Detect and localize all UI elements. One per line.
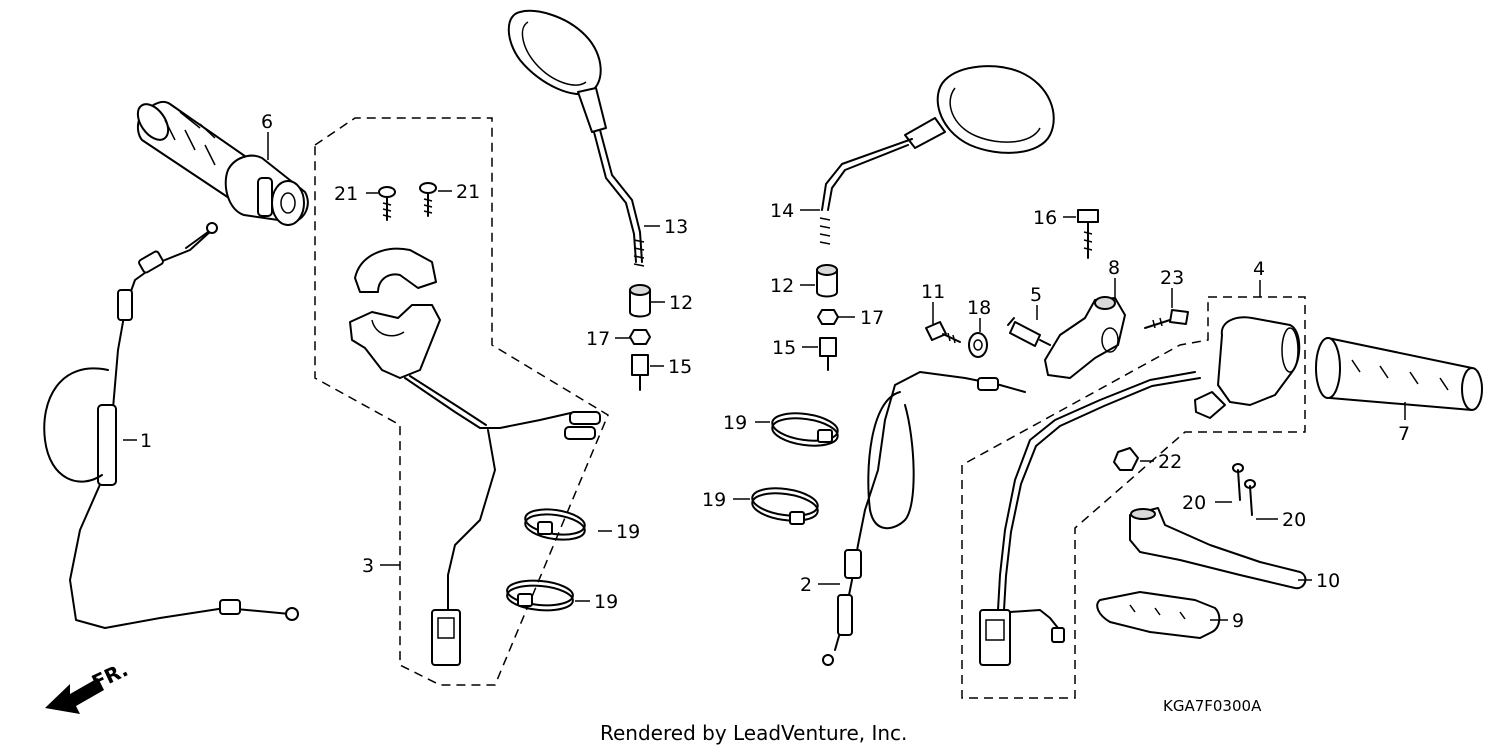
- callout-22: 22: [1158, 451, 1182, 473]
- nut-22: [1113, 447, 1139, 471]
- front-direction-arrow: FR.: [45, 657, 132, 714]
- callout-23: 23: [1160, 267, 1184, 289]
- callout-9: 9: [1232, 610, 1244, 632]
- callout-15b: 15: [772, 337, 796, 359]
- lever-nut-18: [968, 332, 988, 358]
- clutch-switch-5: [1007, 317, 1051, 347]
- front-marker-label: FR.: [88, 657, 132, 694]
- callout-4: 4: [1253, 258, 1265, 280]
- screw-21a: [378, 186, 396, 221]
- callout-19c: 19: [723, 412, 747, 434]
- callout-1: 1: [140, 430, 152, 452]
- callout-8: 8: [1108, 257, 1120, 279]
- screw-20a: [1232, 463, 1244, 501]
- callout-21b: 21: [456, 181, 480, 203]
- callout-12a: 12: [669, 292, 693, 314]
- nut-17a: [629, 329, 651, 345]
- bolt-16: [1077, 209, 1099, 259]
- switch-assembly-outline-left: [314, 117, 609, 686]
- cable-band-19c: [771, 412, 839, 447]
- callout-19d: 19: [702, 489, 726, 511]
- callout-19a: 19: [616, 521, 640, 543]
- leader-lines: [123, 132, 1406, 621]
- left-mirror: [507, 9, 645, 267]
- callout-13: 13: [664, 216, 688, 238]
- adapter-bolt-15a: [631, 354, 649, 391]
- callout-16: 16: [1033, 207, 1057, 229]
- clutch-lever-10: [1129, 507, 1307, 590]
- screw-20b: [1244, 479, 1256, 516]
- right-mirror: [819, 65, 1055, 245]
- screw-21b: [419, 182, 437, 217]
- callout-11: 11: [921, 281, 945, 303]
- adapter-bolt-15b: [819, 337, 837, 371]
- mirror-adapter-12a: [629, 284, 651, 318]
- switch-assembly-outline-right: [961, 296, 1306, 699]
- callout-10: 10: [1316, 570, 1340, 592]
- handlebar-grip-7: [1315, 337, 1483, 411]
- callout-3: 3: [362, 555, 374, 577]
- cable-band-19b: [506, 579, 574, 612]
- mirror-adapter-12b: [816, 264, 838, 298]
- callout-labels: 1 2 3 4 5 6 7 8 9 10 11 12 12 13 14 15 1…: [140, 111, 1410, 632]
- callout-20a: 20: [1182, 492, 1206, 514]
- callout-17a: 17: [586, 328, 610, 350]
- cable-band-19a: [524, 508, 586, 541]
- callout-17b: 17: [860, 307, 884, 329]
- nut-17b: [817, 309, 839, 325]
- right-handlebar-switch: [979, 316, 1301, 666]
- callout-20b: 20: [1282, 509, 1306, 531]
- pivot-bolt-11: [925, 321, 961, 344]
- callout-21a: 21: [334, 183, 358, 205]
- left-handlebar-switch: [349, 247, 601, 666]
- callout-15a: 15: [668, 356, 692, 378]
- callout-6: 6: [261, 111, 273, 133]
- diagram-code: KGA7F0300A: [1163, 697, 1262, 715]
- callout-18: 18: [967, 297, 991, 319]
- callout-12b: 12: [770, 275, 794, 297]
- cable-band-19d: [751, 487, 819, 525]
- lever-cover-9: [1096, 591, 1221, 639]
- callout-14: 14: [770, 200, 794, 222]
- clutch-cable: [822, 371, 1026, 666]
- bolt-23: [1144, 309, 1189, 329]
- render-credit: Rendered by LeadVenture, Inc.: [600, 721, 907, 745]
- callout-7: 7: [1398, 423, 1410, 445]
- throttle-cable: [43, 222, 299, 629]
- callout-19b: 19: [594, 591, 618, 613]
- callout-2: 2: [800, 574, 812, 596]
- lever-bracket-8: [1044, 296, 1126, 379]
- throttle-grip: [136, 100, 309, 226]
- callout-5: 5: [1030, 284, 1042, 306]
